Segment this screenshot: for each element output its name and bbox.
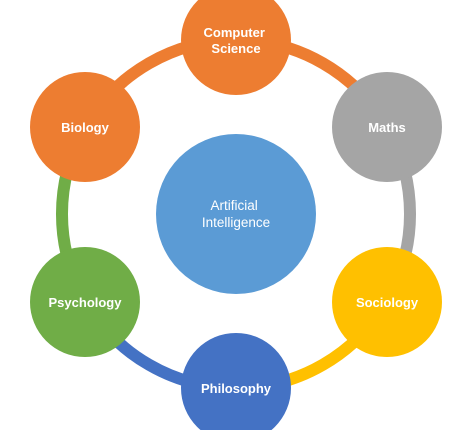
node-biology: Biology xyxy=(30,72,140,182)
maths-circle xyxy=(332,72,442,182)
center-circle xyxy=(156,134,316,294)
sociology-label: Sociology xyxy=(356,295,419,310)
biology-label: Biology xyxy=(61,120,109,135)
sociology-label-line-1: Sociology xyxy=(356,295,419,310)
philosophy-label-line-1: Philosophy xyxy=(201,381,272,396)
psychology-label: Psychology xyxy=(49,295,123,310)
computer-science-label-line-2: Science xyxy=(211,41,260,56)
sociology-circle xyxy=(332,247,442,357)
center-label-line-1: Artificial xyxy=(210,198,257,213)
center-node: Artificial Intelligence xyxy=(156,134,316,294)
center-label: Artificial Intelligence xyxy=(202,198,270,230)
psychology-label-line-1: Psychology xyxy=(49,295,123,310)
psychology-circle xyxy=(30,247,140,357)
node-maths: Maths xyxy=(332,72,442,182)
computer-science-circle xyxy=(181,0,291,95)
maths-label-line-1: Maths xyxy=(368,120,406,135)
node-computer-science: Computer Science xyxy=(181,0,291,95)
node-psychology: Psychology xyxy=(30,247,140,357)
center-label-line-2: Intelligence xyxy=(202,215,270,230)
maths-label: Maths xyxy=(368,120,406,135)
biology-label-line-1: Biology xyxy=(61,120,109,135)
node-sociology: Sociology xyxy=(332,247,442,357)
philosophy-circle xyxy=(181,333,291,430)
node-philosophy: Philosophy xyxy=(181,333,291,430)
computer-science-label: Computer Science xyxy=(203,25,268,56)
biology-circle xyxy=(30,72,140,182)
philosophy-label: Philosophy xyxy=(201,381,272,396)
computer-science-label-line-1: Computer xyxy=(203,25,264,40)
